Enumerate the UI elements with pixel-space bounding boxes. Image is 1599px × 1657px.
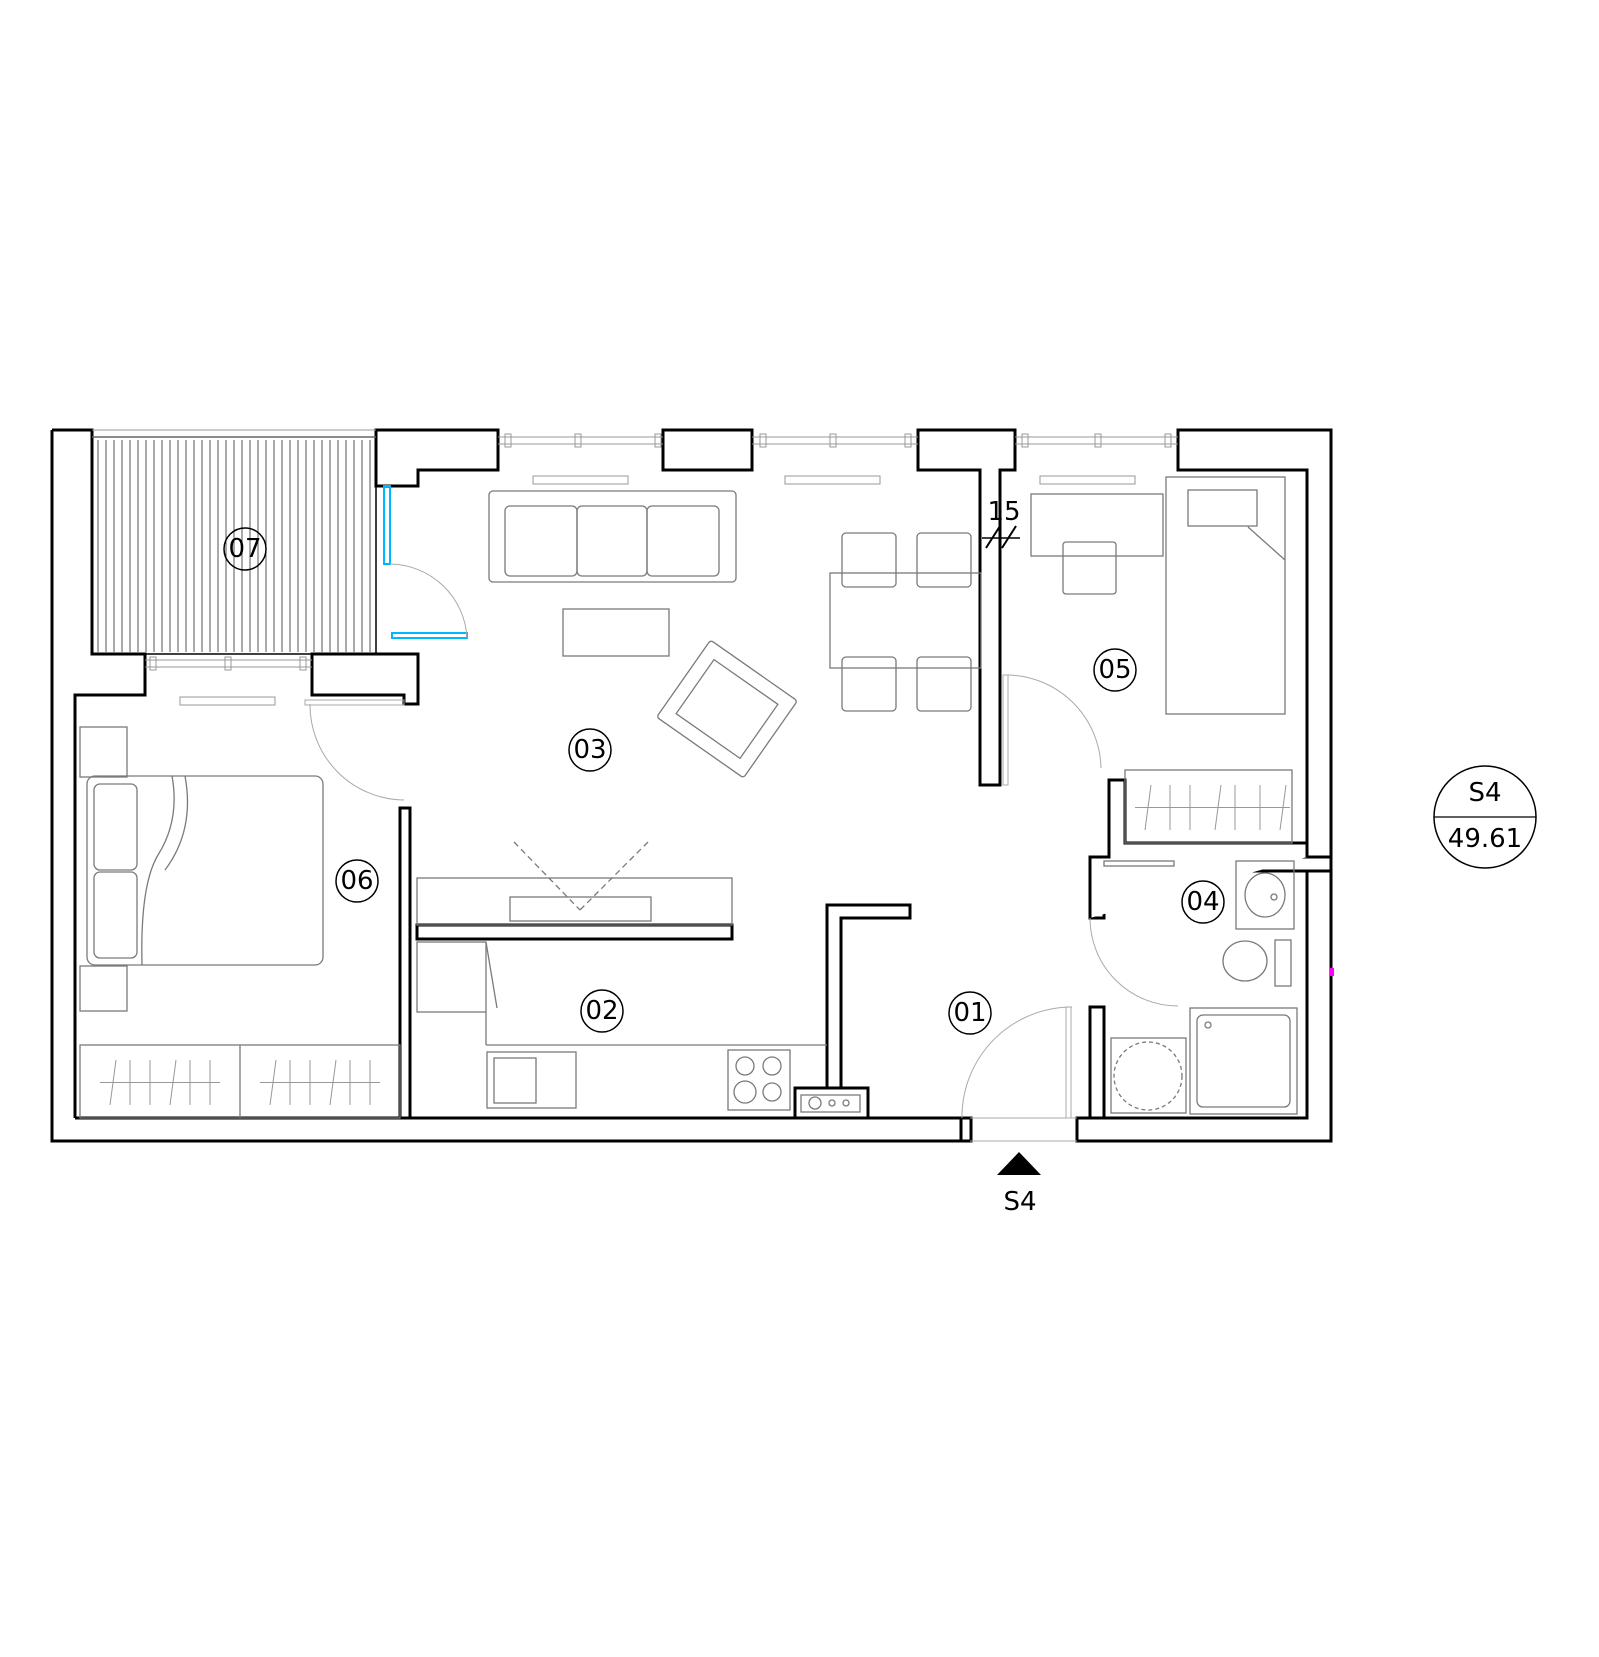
room-number: 07 <box>228 534 261 564</box>
wardrobe-hatch <box>100 784 1290 1106</box>
unit-name: S4 <box>1468 778 1501 808</box>
dimension-annotation: 15 <box>982 497 1021 549</box>
room-number: 04 <box>1186 887 1219 917</box>
balcony-glass-door <box>383 485 468 639</box>
entrance-marker: S4 <box>997 1152 1041 1217</box>
room-label-05: 05 <box>1093 648 1137 692</box>
unit-area: 49.61 <box>1448 824 1522 854</box>
unit-badge: S4 49.61 <box>1433 765 1537 869</box>
marker-tick <box>1330 968 1334 976</box>
room-number: 02 <box>585 996 618 1026</box>
room-label-02: 02 <box>580 989 624 1033</box>
room-number: 03 <box>573 735 606 765</box>
entrance-label: S4 <box>1003 1187 1036 1217</box>
room-number: 06 <box>340 866 373 896</box>
room-number: 01 <box>953 998 986 1028</box>
balcony-hatch <box>91 436 377 655</box>
annotation-label: 15 <box>987 497 1020 527</box>
room-label-04: 04 <box>1181 880 1225 924</box>
room-label-06: 06 <box>335 859 379 903</box>
room-label-01: 01 <box>948 991 992 1035</box>
entrance-arrow-icon <box>997 1152 1041 1175</box>
room-labels: 01 02 03 04 05 06 07 <box>223 527 1225 1035</box>
windows <box>92 429 1178 706</box>
room-label-07: 07 <box>223 527 267 571</box>
room-label-03: 03 <box>568 728 612 772</box>
door-swings <box>304 674 1179 1142</box>
room-number: 05 <box>1098 655 1131 685</box>
furniture <box>79 476 1298 1119</box>
walls <box>50 428 1333 1143</box>
